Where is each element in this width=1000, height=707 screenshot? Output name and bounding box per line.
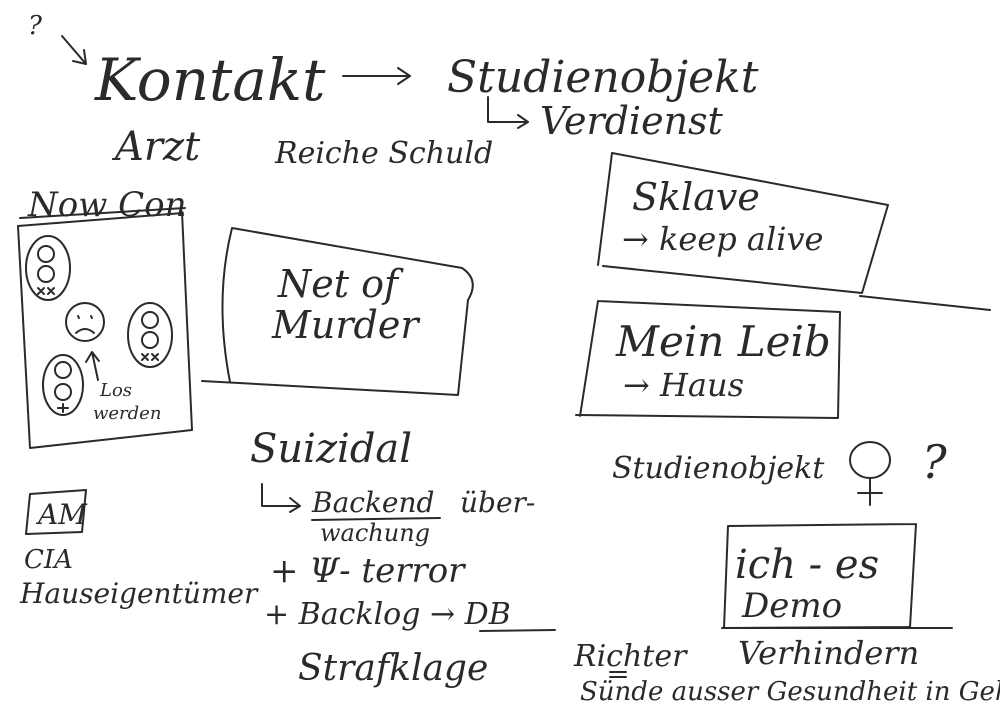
demo-word: Demo — [741, 586, 842, 626]
arrow-to-sad-face — [85, 351, 100, 381]
top-question-mark: ? — [28, 11, 43, 41]
kontakt-word: Kontakt — [94, 46, 326, 114]
reiche-schuld-word: Reiche Schuld — [274, 136, 493, 171]
stacked-faces-group-2 — [127, 302, 173, 368]
murder-word: Murder — [271, 303, 421, 347]
backlog-word: + Backlog → DB — [264, 597, 511, 632]
arrow-kontakt-studienobjekt — [342, 67, 411, 85]
wachung-word: wachung — [320, 519, 430, 547]
mein-leib-word: Mein Leib — [615, 317, 831, 366]
mein-leib-box — [575, 300, 841, 419]
ich-es-word: ich - es — [735, 542, 879, 588]
backend-underline — [311, 517, 441, 521]
sad-face-icon — [65, 302, 105, 342]
haus-word: → Haus — [623, 366, 744, 404]
arrow-backend — [261, 483, 301, 513]
arzt-word: Arzt — [111, 124, 201, 170]
strafklage-word: Strafklage — [298, 648, 488, 689]
stacked-faces-group-3 — [42, 354, 84, 416]
top-arrow — [61, 35, 87, 65]
ich-es-box — [721, 523, 953, 629]
am-word: AM — [35, 498, 88, 531]
studienobjekt-top-word: Studienobjekt — [447, 52, 759, 103]
richter-word: Richter — [573, 639, 688, 674]
backend-word: Backend — [311, 486, 434, 519]
hauseigentuemer-word: Hauseigentümer — [19, 577, 259, 610]
verdienst-word: Verdienst — [540, 99, 724, 143]
stacked-faces-group-1 — [25, 235, 71, 301]
psi-terror-word: + Ψ- terror — [270, 551, 466, 591]
now-con-underline — [19, 207, 186, 219]
suizidal-word: Suizidal — [250, 426, 412, 472]
cia-word: CIA — [24, 545, 73, 575]
backlog-underline — [479, 629, 556, 632]
los-word: Los — [99, 380, 132, 401]
studienobjekt-bottom-word: Studienobjekt — [612, 451, 825, 486]
female-symbol-icon — [849, 441, 891, 506]
venus-question-mark: ? — [922, 435, 947, 489]
werden-word: werden — [93, 403, 161, 424]
am-box — [25, 489, 87, 535]
arrow-verdienst — [487, 96, 529, 129]
keep-alive-word: → keep alive — [622, 220, 823, 258]
ueber-word: über- — [460, 486, 535, 519]
suende-line-word: Sünde ausser Gesundheit in Geh — [580, 677, 1000, 707]
net-of-word: Net of — [277, 262, 404, 306]
richter-equals-mark — [609, 671, 627, 678]
verhindern-word: Verhindern — [738, 634, 919, 672]
sklave-box — [597, 152, 991, 311]
sklave-word: Sklave — [632, 175, 760, 219]
net-of-murder-box — [201, 227, 474, 396]
now-con-box — [17, 211, 193, 449]
